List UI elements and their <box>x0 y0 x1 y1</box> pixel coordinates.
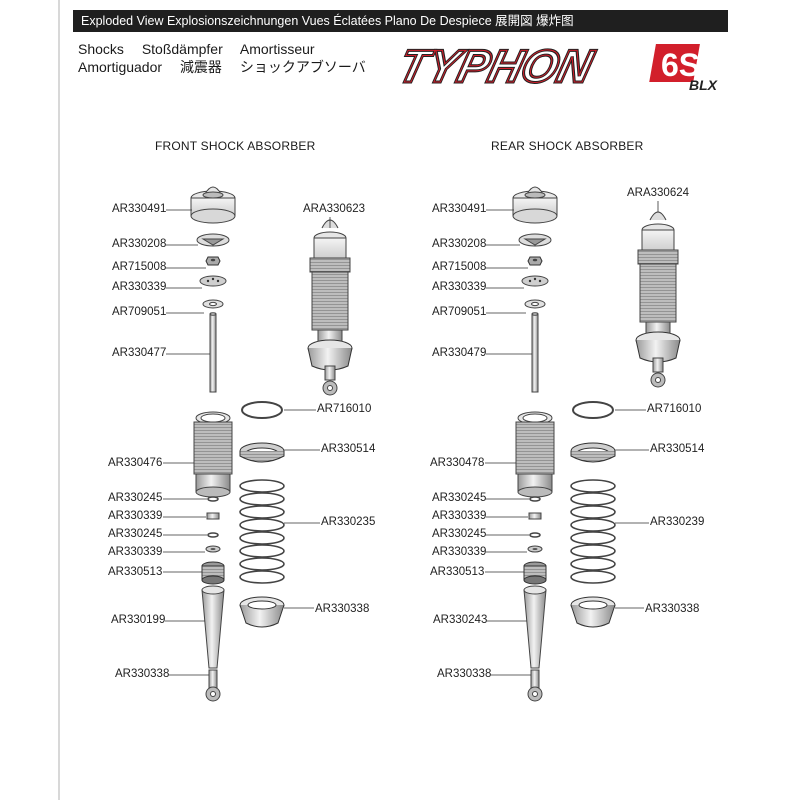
header-text: Exploded View Explosionszeichnungen Vues… <box>81 14 574 28</box>
front-label-oring-big: AR716010 <box>317 403 372 415</box>
front-label-membrane: AR330208 <box>112 238 167 250</box>
front-label-cap: AR330491 <box>112 203 167 215</box>
front-leader-lines <box>163 209 331 676</box>
front-label-oring-1: AR330245 <box>108 492 163 504</box>
logo-badge-sub: BLX <box>689 77 719 93</box>
front-label-spacer-1: AR330339 <box>108 510 163 522</box>
rear-label-spring: AR330239 <box>650 516 705 528</box>
rear-label-assembly: ARA330624 <box>627 187 690 199</box>
logo-wordmark-outline: TYPHON <box>394 41 600 92</box>
rear-label-oring-1: AR330245 <box>432 492 487 504</box>
front-parts-stack <box>190 186 236 702</box>
front-label-collar: AR330514 <box>321 443 376 455</box>
title-stossdampfer: Stoßdämpfer <box>141 41 223 57</box>
logo-wordmark: TYPHON <box>394 41 600 92</box>
rear-label-boot: AR330243 <box>433 614 488 626</box>
rear-label-spacer-1: AR330339 <box>432 510 487 522</box>
rear-label-spacer-2: AR330339 <box>432 546 487 558</box>
rear-label-end: AR330338 <box>437 668 492 680</box>
front-label-spacer-2: AR330339 <box>108 546 163 558</box>
front-label-spring-cup: AR330338 <box>315 603 370 615</box>
title-line-2: Amortiguador 減震器 ショックアブソーバ <box>78 58 380 76</box>
front-right-parts <box>239 401 285 628</box>
title-block: Shocks Stoßdämpfer Amortisseur Amortigua… <box>78 40 380 76</box>
rear-label-collar: AR330514 <box>650 443 705 455</box>
rear-label-oring-big: AR716010 <box>647 403 702 415</box>
rear-label-piston: AR330339 <box>432 281 487 293</box>
header-bar: Exploded View Explosionszeichnungen Vues… <box>73 10 728 32</box>
rear-label-cap: AR330491 <box>432 203 487 215</box>
front-label-boot: AR330199 <box>111 614 166 626</box>
rear-section-title: REAR SHOCK ABSORBER <box>491 139 644 153</box>
title-chinese: 減震器 <box>179 59 222 75</box>
rear-label-nut: AR715008 <box>432 261 487 273</box>
front-section-title: FRONT SHOCK ABSORBER <box>155 139 316 153</box>
rear-label-spring-cup: AR330338 <box>645 603 700 615</box>
front-label-oring-2: AR330245 <box>108 528 163 540</box>
rear-parts-stack <box>512 186 558 702</box>
front-label-body: AR330476 <box>108 457 163 469</box>
front-label-washer: AR709051 <box>112 306 167 318</box>
front-label-shaft: AR330477 <box>112 347 167 359</box>
rear-label-body: AR330478 <box>430 457 485 469</box>
rear-label-bottom-cap: AR330513 <box>430 566 485 578</box>
page-edge <box>58 0 60 800</box>
rear-label-membrane: AR330208 <box>432 238 487 250</box>
logo-badge-text: 6S <box>661 47 700 83</box>
title-japanese: ショックアブソーバ <box>239 59 366 75</box>
title-amortiguador: Amortiguador <box>78 59 163 75</box>
rear-assembled-shock <box>635 211 681 388</box>
title-line-1: Shocks Stoßdämpfer Amortisseur <box>78 40 380 58</box>
front-label-assembly: ARA330623 <box>303 203 366 215</box>
rear-label-washer: AR709051 <box>432 306 487 318</box>
front-label-spring: AR330235 <box>321 516 376 528</box>
rear-leader-lines <box>485 201 659 676</box>
front-label-end: AR330338 <box>115 668 170 680</box>
logo-badge <box>649 44 700 82</box>
front-label-nut: AR715008 <box>112 261 167 273</box>
title-amortisseur: Amortisseur <box>239 41 315 57</box>
typhon-logo: TYPHON TYPHON 6S BLX <box>392 39 719 93</box>
front-label-bottom-cap: AR330513 <box>108 566 163 578</box>
front-label-piston: AR330339 <box>112 281 167 293</box>
rear-label-shaft: AR330479 <box>432 347 487 359</box>
title-shocks: Shocks <box>78 41 124 57</box>
rear-right-parts <box>570 401 616 628</box>
rear-label-oring-2: AR330245 <box>432 528 487 540</box>
front-assembled-shock <box>307 219 353 396</box>
